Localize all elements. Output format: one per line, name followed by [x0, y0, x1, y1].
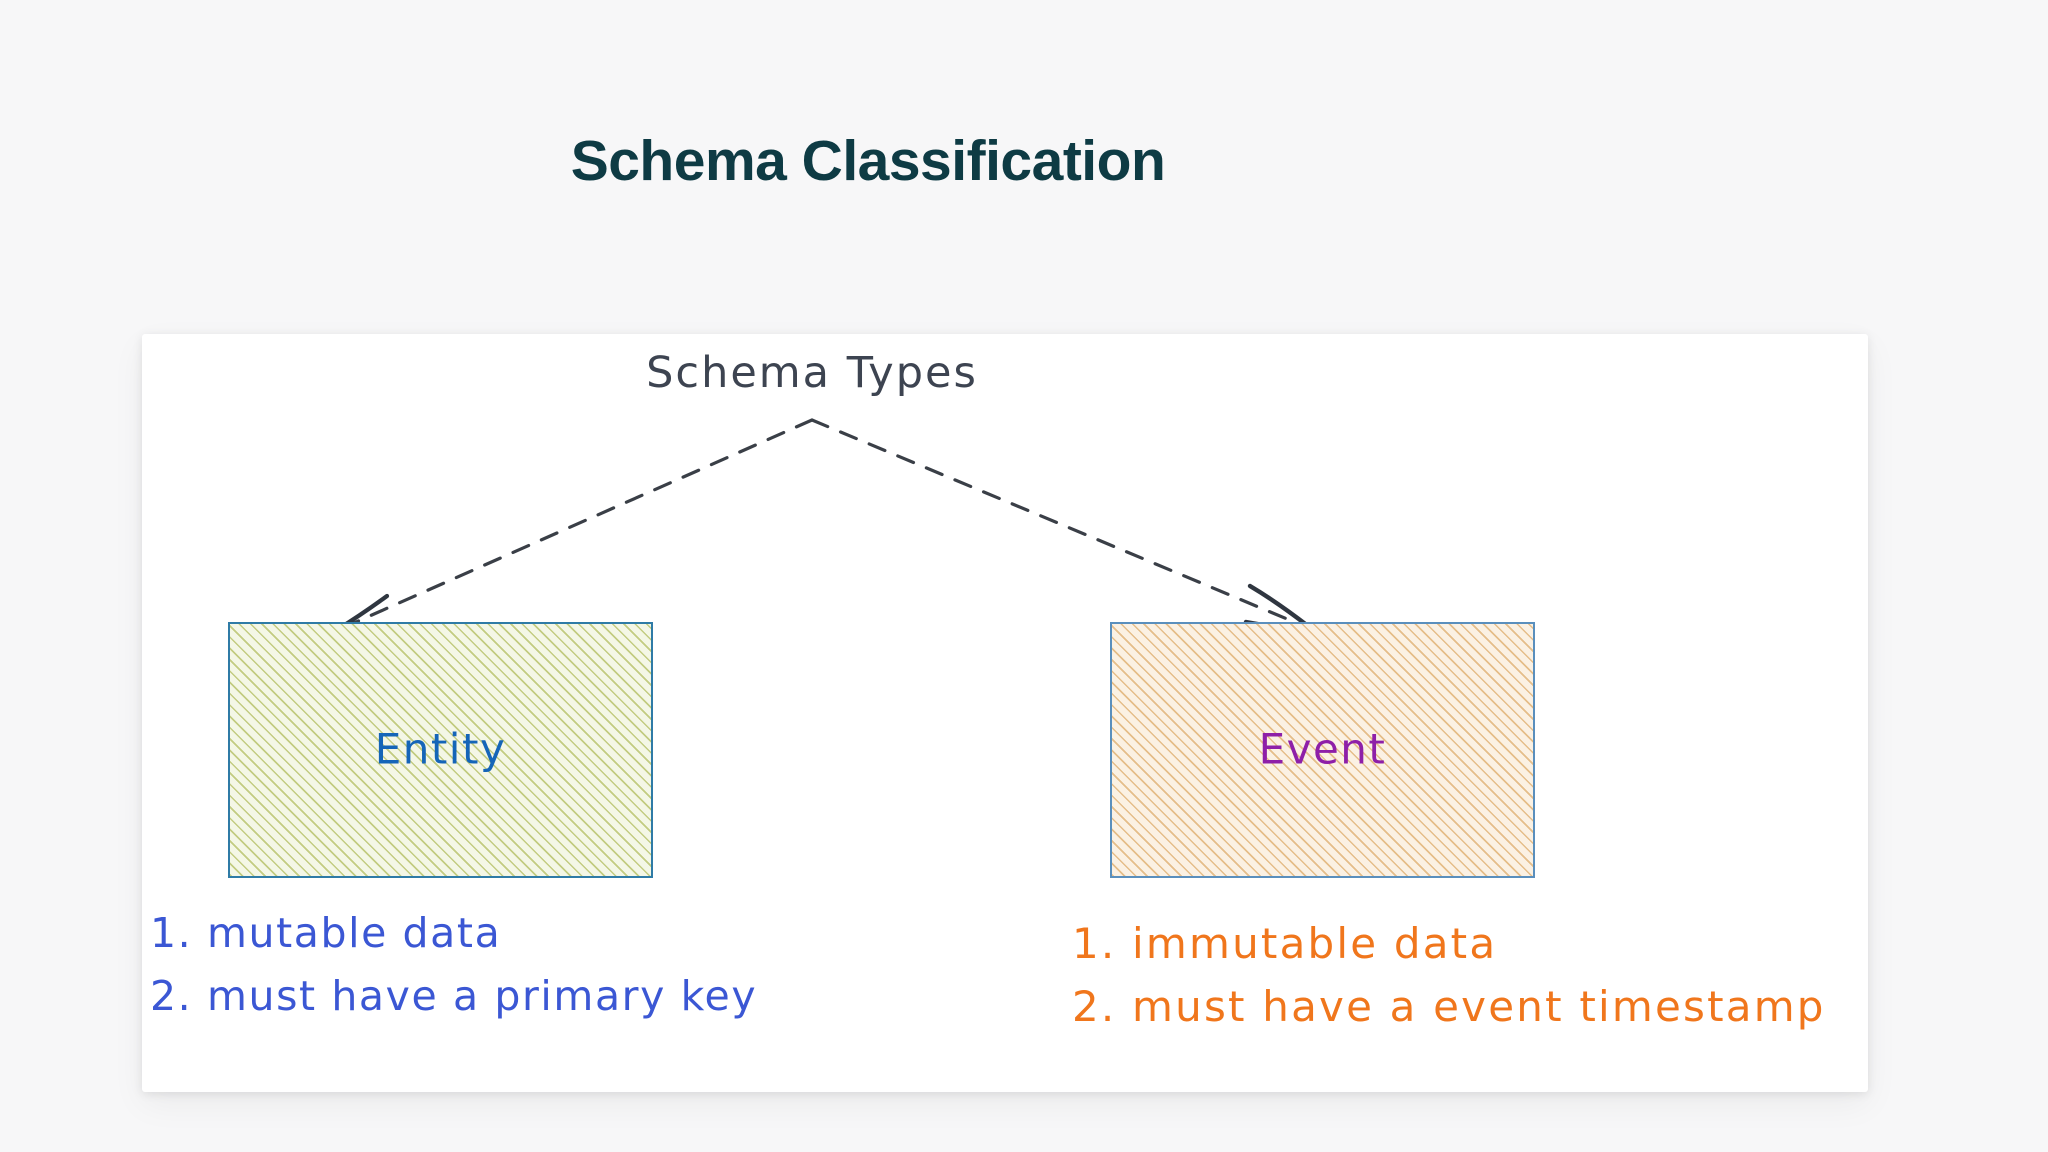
requirement-item: 2. must have a event timestamp: [1072, 982, 1826, 1031]
connector-line-event: [810, 418, 1301, 626]
requirement-item: 2. must have a primary key: [150, 972, 758, 1020]
node-label-entity: Entity: [374, 724, 507, 774]
node-label-event: Event: [1258, 724, 1387, 774]
diagram-canvas: Schema Types Entity Event 1. mutable dat…: [142, 334, 1868, 1092]
arrowhead-event-upper: [1247, 583, 1311, 629]
node-box-event[interactable]: Event: [1110, 622, 1535, 878]
requirement-item: 1. immutable data: [1072, 919, 1498, 968]
node-box-entity[interactable]: Entity: [228, 622, 653, 878]
diagram-card: Schema Types Entity Event 1. mutable dat…: [142, 334, 1868, 1092]
schema-types-root-label: Schema Types: [646, 348, 978, 398]
connector-line-entity: [345, 418, 814, 628]
requirement-item: 1. mutable data: [150, 909, 502, 957]
requirements-list-entity: 1. mutable data 2. must have a primary k…: [150, 902, 757, 1028]
requirements-list-event: 1. immutable data 2. must have a event t…: [1072, 912, 1826, 1038]
page-title: Schema Classification: [570, 129, 1166, 193]
